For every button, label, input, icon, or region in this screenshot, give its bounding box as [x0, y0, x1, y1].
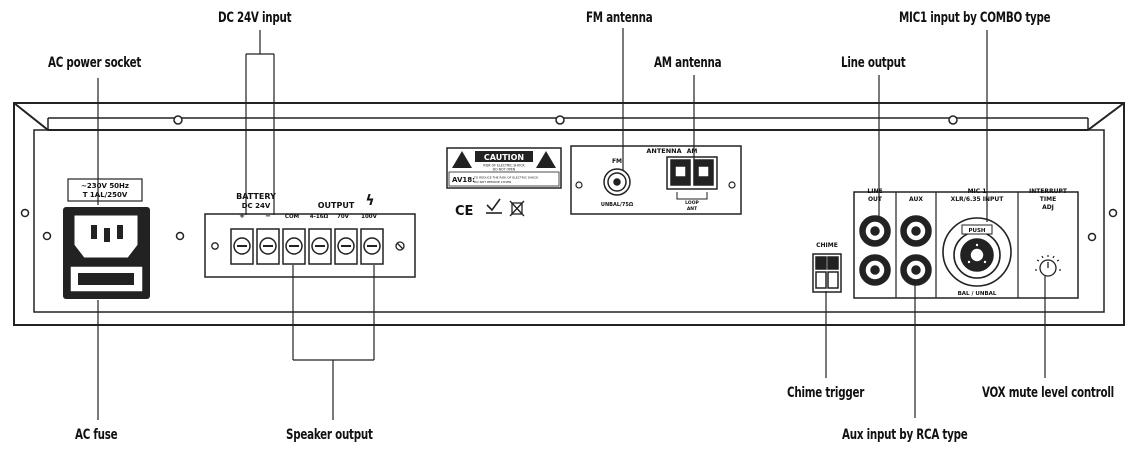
callout-line-output: Line output [841, 55, 906, 71]
weee-bin-icon [509, 200, 525, 217]
antenna-label: ANTENNA [646, 147, 681, 155]
chime-trigger-terminal[interactable] [812, 253, 842, 293]
interrupt-time: TIME [1040, 196, 1056, 203]
battery-voltage: DC 24V [242, 202, 271, 210]
screw-icon [211, 242, 219, 250]
line-sub: OUT [868, 196, 883, 203]
battery-minus: − [265, 212, 271, 220]
callout-am-antenna: AM antenna [654, 55, 722, 71]
callout-ac-fuse: AC fuse [75, 427, 118, 443]
screw-icon [948, 115, 958, 125]
callout-chime-trigger: Chime trigger [787, 385, 865, 401]
screws [20, 115, 1118, 242]
screw-icon [1087, 232, 1097, 242]
ac-power-section: ~230V 50Hz T 1AL/250V [63, 178, 150, 299]
fm-impedance: UNBAL/75Ω [601, 202, 634, 208]
interrupt-label: INTERRUPT [1029, 188, 1068, 195]
ac-rating-line1: ~230V 50Hz [81, 182, 129, 190]
caution-warn1: TO REDUCE THE RISK OF ELECTRIC SHOCK [473, 176, 539, 180]
aux-label: AUX [909, 196, 923, 203]
loop-sub: ANT [687, 206, 698, 212]
callout-dc-input: DC 24V input [218, 10, 292, 26]
screw-icon [728, 181, 736, 189]
mic-sub: XLR/6.35 INPUT [951, 196, 1005, 203]
mic-label: MIC 1 [968, 188, 987, 195]
lightning-icon: ϟ [365, 193, 374, 209]
compliance-marks: CE [455, 198, 525, 219]
ce-mark-icon: CE [455, 204, 473, 219]
ac-rating-line2: T 1AL/250V [83, 191, 128, 199]
am-label: AM [687, 148, 698, 155]
mic1-combo-jack[interactable] [942, 217, 1012, 287]
battery-plus: + [239, 212, 245, 220]
callout-ac-power-socket: AC power socket [48, 55, 142, 71]
screw-icon [175, 231, 185, 241]
terminal-70v-label: 70V [337, 214, 350, 220]
audio-io-board: LINE OUT AUX MIC 1 XLR/6.35 INPUT INTERR… [853, 188, 1079, 299]
warning-triangle-icon [452, 151, 472, 168]
callout-speaker-output: Speaker output [286, 427, 373, 443]
caution-warn2: DO NOT REMOVE COVER [474, 180, 511, 184]
fm-label: FM [612, 158, 622, 165]
terminal-4-16-label: 4-16Ω [310, 214, 329, 220]
callout-mic1-input: MIC1 input by COMBO type [899, 10, 1051, 26]
output-label: OUTPUT [318, 201, 355, 210]
line-label: LINE [867, 188, 882, 195]
leader-lines [97, 28, 1046, 420]
chime-label: CHIME [816, 242, 838, 249]
chime-section: CHIME [812, 242, 842, 293]
terminal-100v-label: 100V [361, 214, 377, 220]
caution-line2: DO NOT OPEN [493, 168, 516, 172]
screw-icon [1108, 208, 1118, 218]
screw-icon [42, 231, 52, 241]
terminal-com-label: COM [285, 214, 299, 220]
push-label: PUSH [968, 228, 985, 234]
callout-vox-mute: VOX mute level controll [982, 385, 1114, 401]
screw-icon [20, 208, 30, 218]
warning-triangle-icon [536, 151, 556, 168]
screw-icon [555, 115, 565, 125]
am-antenna-terminal[interactable] [666, 156, 718, 190]
battery-label: BATTERY [236, 192, 276, 201]
callout-aux-input: Aux input by RCA type [842, 427, 968, 443]
bal-unbal-label: BAL / UNBAL [958, 291, 997, 297]
vox-level-knob[interactable] [1035, 255, 1061, 277]
rohs-icon [486, 198, 502, 214]
interrupt-adj: ADJ [1042, 204, 1054, 211]
screw-icon [173, 115, 183, 125]
caution-line1: RISK OF ELECTRIC SHOCK [483, 164, 525, 168]
caution-label: CAUTION RISK OF ELECTRIC SHOCK DO NOT OP… [446, 147, 562, 189]
caution-title: CAUTION [484, 153, 524, 162]
terminal-section: BATTERY DC 24V + − OUTPUT ϟ COM 4-16Ω 70… [204, 192, 416, 278]
callout-fm-antenna: FM antenna [586, 10, 653, 26]
screw-icon [575, 181, 583, 189]
loop-label: LOOP [685, 200, 699, 206]
antenna-board: ANTENNA FM UNBAL/75Ω AM LOOP ANT [570, 145, 742, 215]
fm-antenna-connector[interactable] [603, 168, 631, 196]
caution-model: AV18: [452, 176, 475, 184]
